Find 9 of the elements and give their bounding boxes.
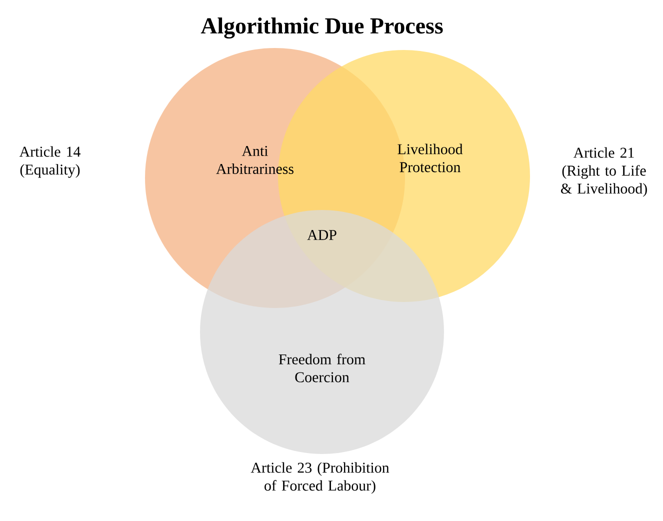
article-label: Article 21 (Right to Life & Livelihood) (561, 147, 647, 197)
venn-circle (200, 210, 444, 454)
circle-label: Livelihood Protection (398, 144, 463, 172)
title: Algorithmic Due Process (200, 18, 443, 38)
circle-label: Freedom from Coercion (278, 354, 366, 382)
circle-label: Anti Arbitrariness (216, 146, 294, 174)
article-label: Article 14 (Equality) (19, 146, 80, 178)
article-label: Article 23 (Prohibition of Forced Labour) (250, 462, 390, 494)
center-label: ADP (307, 230, 336, 240)
